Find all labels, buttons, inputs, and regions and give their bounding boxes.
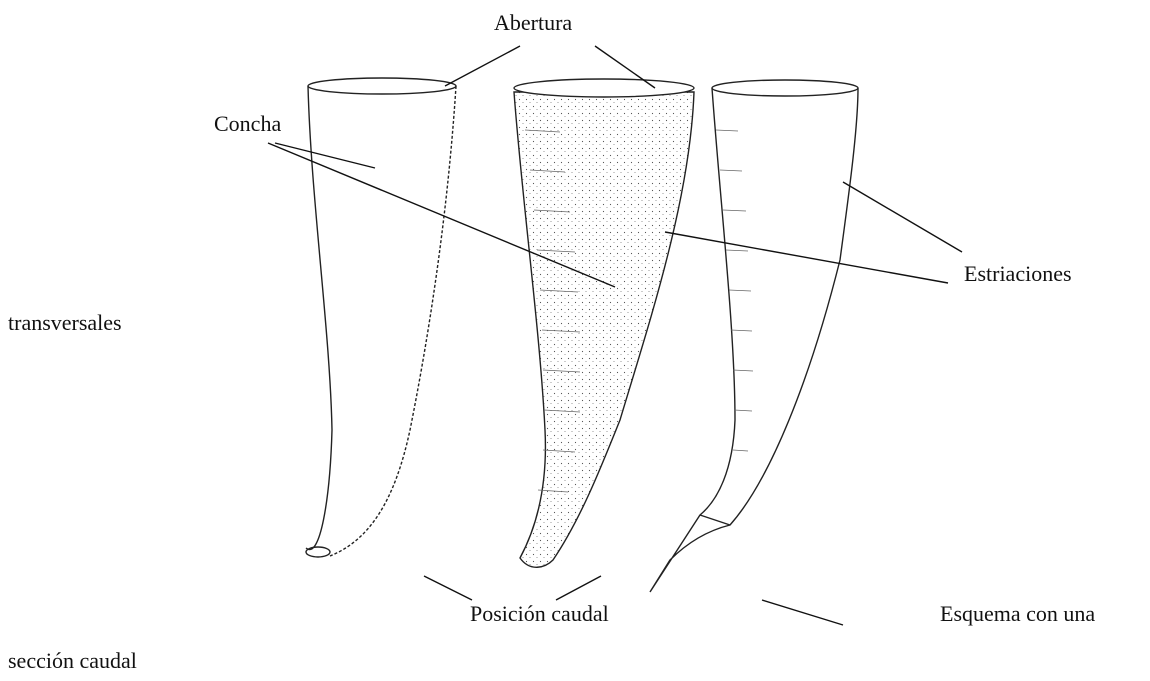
leader-estriaciones-center [665,232,948,283]
shell-stippled-center [514,79,694,567]
label-concha: Concha [214,113,281,135]
leader-caudal-right [556,576,601,600]
label-seccion: sección caudal [8,650,137,672]
label-posicion-caudal: Posición caudal [470,603,609,625]
leader-concha-left [275,143,375,168]
label-esquema: Esquema con una [940,603,1095,625]
leader-esquema [762,600,843,625]
leader-abertura-left [445,46,520,86]
shell-outline-left [306,78,456,557]
leader-estriaciones-right [843,182,962,252]
label-abertura: Abertura [494,12,572,34]
leader-caudal-left [424,576,472,600]
label-estriaciones: Estriaciones [964,263,1072,285]
label-transversales: transversales [8,312,122,334]
